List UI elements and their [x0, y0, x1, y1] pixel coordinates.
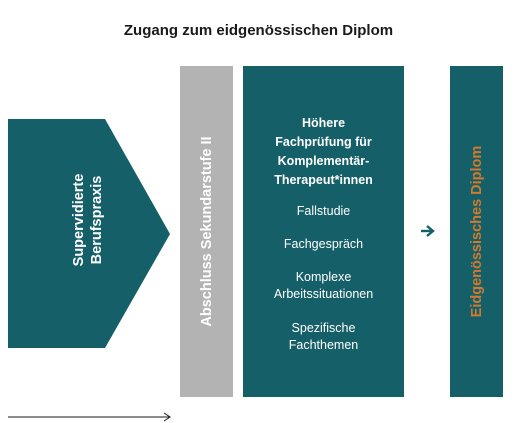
arrow-right-icon: [421, 225, 435, 237]
exam-box: Höhere Fachprüfung für Komplementär- The…: [243, 66, 404, 397]
long-arrow-right-icon: [8, 412, 171, 422]
exam-item-case-study: Fallstudie: [243, 203, 404, 220]
exam-item-line: Fallstudie: [296, 204, 351, 218]
exam-item-line: Fachgespräch: [283, 237, 364, 251]
exam-item-specific-topics: Spezifische Fachthemen: [243, 320, 404, 354]
exam-item-line: Fachthemen: [288, 338, 359, 352]
exam-heading: Höhere Fachprüfung für Komplementär- The…: [243, 114, 404, 190]
secondary-level-box: [180, 66, 233, 397]
practice-label: Supervidierte Berufspraxis: [58, 160, 118, 280]
exam-item-interview: Fachgespräch: [243, 236, 404, 253]
exam-item-line: Komplexe: [295, 270, 352, 284]
exam-heading-line: Höhere: [301, 116, 346, 130]
diploma-box: [450, 66, 503, 397]
exam-item-line: Arbeitssituationen: [273, 287, 374, 301]
exam-heading-line: Therapeut*innen: [274, 173, 373, 187]
exam-item-line: Spezifische: [291, 321, 356, 335]
secondary-level-label: Abschluss Sekundarstufe II: [198, 136, 215, 327]
exam-item-complex-situations: Komplexe Arbeitssituationen: [243, 269, 404, 303]
diagram-title: Zugang zum eidgenössischen Diplom: [123, 22, 394, 39]
exam-heading-line: Komplementär-: [277, 154, 370, 168]
diploma-label: Eidgenössisches Diplom: [468, 145, 485, 318]
practice-label-line1: Supervidierte: [71, 173, 87, 267]
practice-label-line2: Berufspraxis: [89, 175, 105, 265]
exam-heading-line: Fachprüfung für: [275, 135, 372, 149]
